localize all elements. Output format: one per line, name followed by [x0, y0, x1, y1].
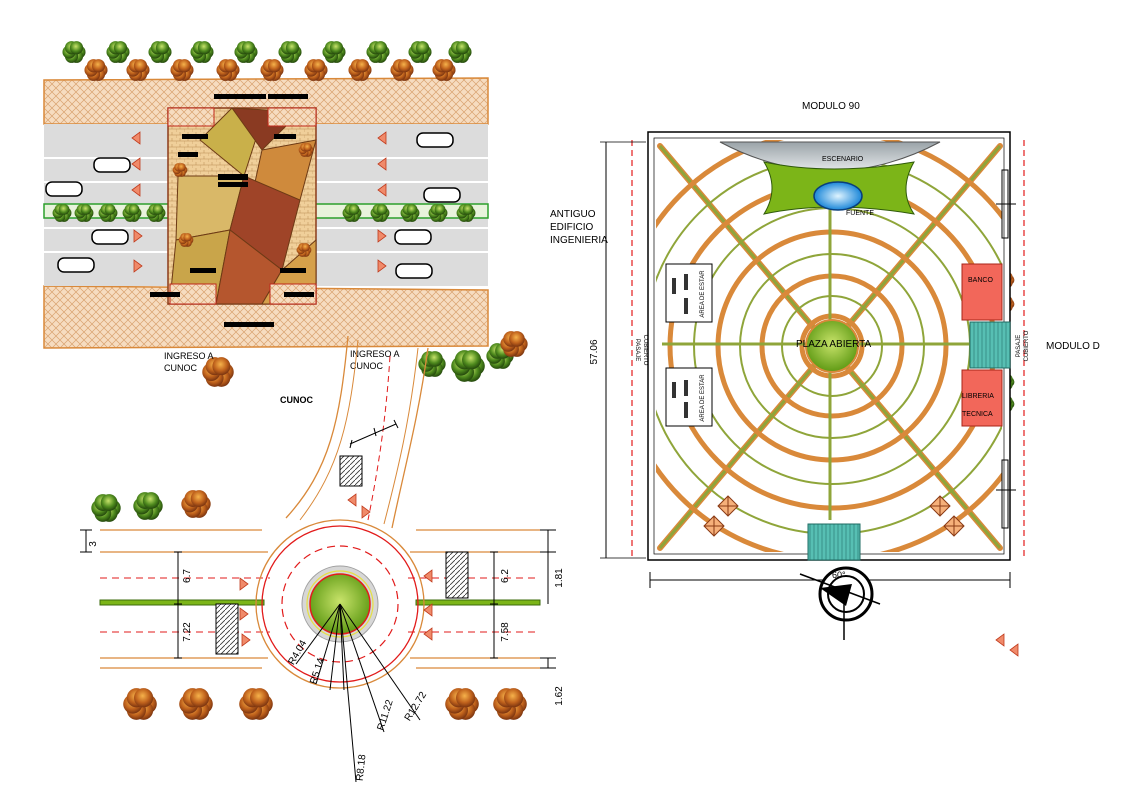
tree-orange: [172, 163, 188, 177]
tree-orange: [126, 59, 150, 81]
radius-label-2: R5.14: [308, 656, 327, 685]
tree-orange: [123, 688, 157, 720]
tree-orange: [445, 688, 479, 720]
svg-text:60°: 60°: [832, 570, 846, 580]
tree-orange: [84, 59, 108, 81]
roundabout-plan: [80, 335, 1019, 783]
crossing-plaza: [150, 94, 317, 327]
tree-orange: [202, 357, 234, 387]
ingreso-left-line2: CUNOC: [164, 363, 197, 373]
path-ring: [715, 229, 949, 463]
ingreso-left-line1: INGRESO A: [164, 351, 214, 361]
radius-label-3: R8.18: [355, 753, 369, 781]
radius-label-1: R4.04: [286, 638, 309, 667]
left-building-line2: EDIFICIO: [550, 222, 594, 233]
tree-green: [418, 351, 446, 377]
tree-green: [370, 204, 390, 222]
dim-far-right-lower: 1.62: [554, 686, 565, 706]
cars: [45, 132, 461, 279]
tree-green: [366, 41, 390, 63]
stage-label: ESCENARIO: [822, 156, 864, 163]
tree-green: [451, 350, 485, 382]
height-dimension: 57.06: [589, 339, 600, 364]
tree-green: [428, 204, 448, 222]
trees: [52, 41, 1015, 720]
rest-area-1-label: AREA DE ESTAR: [700, 270, 706, 318]
south-sidewalk: [43, 285, 489, 349]
tree-green: [400, 204, 420, 222]
tree-orange: [500, 331, 528, 357]
ingreso-left-label: INGRESO A CUNOC: [164, 351, 214, 373]
covered-walk-left-line1: PASAJE: [634, 339, 640, 362]
tree-orange: [260, 59, 284, 81]
right-building-label: MODULO D: [1046, 341, 1100, 352]
left-building-line1: ANTIGUO: [550, 209, 596, 220]
dim-left-upper: 6.7: [182, 569, 193, 583]
tree-green: [322, 41, 346, 63]
tree-green: [91, 494, 121, 522]
tree-orange: [216, 59, 240, 81]
path-ring: [781, 295, 883, 397]
bookstore-line1: LIBRERIA: [962, 393, 994, 400]
tree-orange: [348, 59, 372, 81]
tree-orange: [298, 143, 314, 157]
tree-green: [146, 204, 166, 222]
left-building-line3: INGENIERIA: [550, 235, 608, 246]
tree-orange: [304, 59, 328, 81]
traffic-arrows: [131, 131, 387, 273]
tree-green: [52, 204, 72, 222]
plaza-title: MODULO 90: [802, 101, 860, 112]
tree-green: [408, 41, 432, 63]
path-ring: [759, 273, 905, 419]
covered-walk-right-line2: CUBIERTO: [1024, 330, 1030, 361]
tree-orange: [239, 688, 273, 720]
path-ring: [799, 313, 865, 379]
tree-green: [342, 204, 362, 222]
tree-green: [148, 41, 172, 63]
tree-green: [106, 41, 130, 63]
tree-orange: [493, 688, 527, 720]
tree-green: [448, 41, 472, 63]
radius-label-5: R12.72: [403, 690, 430, 724]
dim-far-right-upper: 1.81: [554, 568, 565, 588]
covered-walk-right-line1: PASAJE: [1016, 335, 1022, 358]
tree-orange: [178, 233, 194, 247]
tree-green: [190, 41, 214, 63]
ingreso-right-line2: CUNOC: [350, 361, 383, 371]
path-ring: [739, 253, 925, 439]
tree-green: [98, 204, 118, 222]
ingreso-right-label: INGRESO A CUNOC: [350, 349, 400, 371]
dim-right-lower: 7.58: [500, 622, 511, 642]
north-arrow: 60°: [799, 566, 881, 640]
dim-top-left: 3: [88, 541, 99, 547]
tree-orange: [179, 688, 213, 720]
tree-green: [133, 492, 163, 520]
tree-orange: [170, 59, 194, 81]
tree-green: [62, 41, 86, 63]
dim-right-upper: 6.2: [500, 569, 511, 583]
tree-green: [278, 41, 302, 63]
bookstore-line2: TECNICA: [962, 411, 993, 418]
fountain-label: FUENTE: [846, 210, 874, 217]
covered-walk-left-line2: CUBIERTO: [642, 335, 648, 366]
tree-green: [74, 204, 94, 222]
tree-orange: [432, 59, 456, 81]
center-label: PLAZA ABIERTA: [796, 339, 872, 350]
rest-area-2-label: AREA DE ESTAR: [700, 374, 706, 422]
bank-label: BANCO: [968, 277, 993, 284]
ingreso-right-line1: INGRESO A: [350, 349, 400, 359]
plaza-plan: 60°: [600, 131, 1025, 640]
tree-orange: [296, 243, 312, 257]
tree-green: [456, 204, 476, 222]
tree-green: [234, 41, 258, 63]
tree-orange: [181, 490, 211, 518]
tree-orange: [390, 59, 414, 81]
campus-label: CUNOC: [280, 395, 313, 405]
dim-left-lower: 7.22: [182, 622, 193, 642]
tree-green: [122, 204, 142, 222]
